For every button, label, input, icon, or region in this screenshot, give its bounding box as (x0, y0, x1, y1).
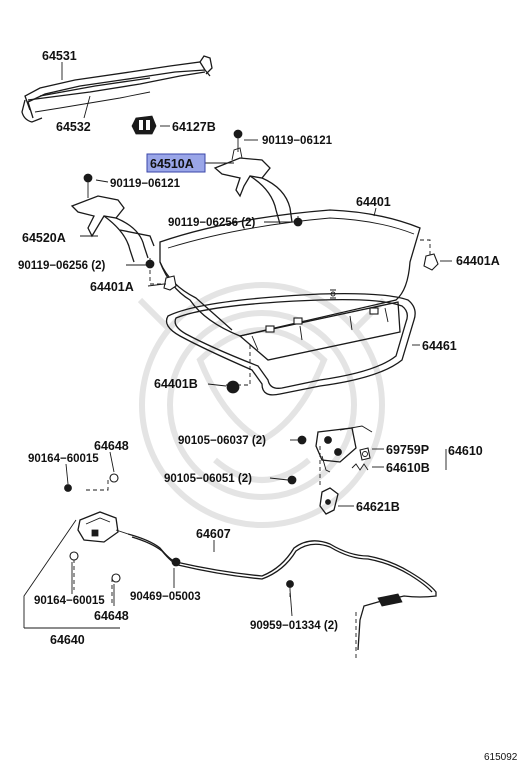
cushion-64401a-left[interactable] (163, 275, 177, 291)
label-90164-60015-bottom[interactable]: 90164−60015 (34, 595, 105, 607)
opener-cable-64607[interactable] (127, 533, 437, 651)
weatherstrip-64461[interactable] (165, 292, 416, 396)
label-90119-06121-left[interactable]: 90119−06121 (110, 178, 181, 190)
label-64401a-right[interactable]: 64401A (456, 254, 500, 268)
grouping-brackets (23, 449, 447, 629)
figure-number: 615092 (484, 752, 518, 763)
label-90469-05003[interactable]: 90469−05003 (130, 591, 201, 603)
spring-64610b[interactable] (351, 463, 369, 471)
leader-lines (61, 62, 452, 617)
label-64401a-left[interactable]: 64401A (90, 280, 134, 294)
label-64127b[interactable]: 64127B (172, 120, 216, 134)
label-90105-06037[interactable]: 90105−06037 (2) (178, 435, 266, 447)
lock-assembly-64610[interactable] (287, 425, 373, 485)
hinge-64520a[interactable] (70, 173, 155, 269)
torsion-bar-assembly[interactable] (21, 55, 213, 123)
lock-striker-64621b[interactable] (319, 487, 339, 515)
callout-labels: 64531 64532 64127B 90119−06121 64510A 90… (18, 49, 518, 763)
bolt-64648-top[interactable] (109, 473, 119, 483)
cushion-64401a-right[interactable] (423, 253, 439, 271)
watermark-emblem (137, 282, 387, 528)
label-90959-01334[interactable]: 90959−01334 (2) (250, 620, 338, 632)
key-cylinder-69759p[interactable] (359, 447, 371, 461)
label-64531[interactable]: 64531 (42, 49, 77, 63)
label-64610[interactable]: 64610 (448, 444, 483, 458)
label-64640[interactable]: 64640 (50, 633, 85, 647)
label-90105-06051[interactable]: 90105−06051 (2) (164, 473, 252, 485)
clip-90164-60015-top[interactable] (64, 484, 72, 492)
clip-90164-60015-bottom[interactable] (69, 551, 79, 561)
opener-handle-64640[interactable] (77, 511, 129, 543)
label-90119-06256-left[interactable]: 90119−06256 (2) (18, 260, 105, 272)
label-90119-06121-top[interactable]: 90119−06121 (262, 135, 333, 147)
highlight-box-64510a (146, 153, 206, 173)
trunk-lid-64401[interactable] (159, 209, 421, 361)
label-64401[interactable]: 64401 (356, 195, 391, 209)
bolt-64648-bottom[interactable] (111, 573, 121, 583)
label-64610b[interactable]: 64610B (386, 461, 430, 475)
label-64607[interactable]: 64607 (196, 527, 231, 541)
label-64401b[interactable]: 64401B (154, 377, 198, 391)
label-64510a[interactable]: 64510A (150, 157, 194, 171)
label-64461[interactable]: 64461 (422, 339, 457, 353)
label-64520a[interactable]: 64520A (22, 231, 66, 245)
bumper-part-64127b[interactable] (131, 115, 157, 135)
label-90164-60015-top[interactable]: 90164−60015 (28, 453, 99, 465)
label-64532[interactable]: 64532 (56, 120, 91, 134)
label-64621b[interactable]: 64621B (356, 500, 400, 514)
label-90119-06256-right[interactable]: 90119−06256 (2) (168, 217, 255, 229)
label-64648-top[interactable]: 64648 (94, 439, 129, 453)
cushion-64401b[interactable] (226, 380, 240, 394)
label-69759p[interactable]: 69759P (386, 443, 429, 457)
label-64648-bottom[interactable]: 64648 (94, 609, 129, 623)
